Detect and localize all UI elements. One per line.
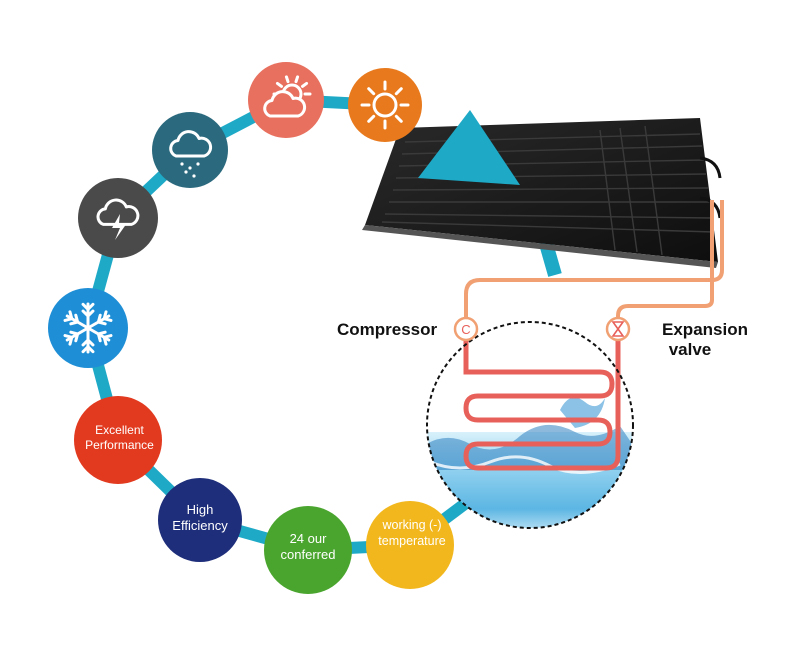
rainy-bubble bbox=[152, 112, 228, 188]
sun-behind-cloud-icon bbox=[263, 75, 312, 118]
sun-icon bbox=[360, 80, 410, 130]
expansion-valve-symbol bbox=[605, 316, 631, 342]
temperature-bubble bbox=[366, 501, 454, 589]
solar-panel bbox=[362, 118, 722, 268]
snowflake-icon bbox=[63, 302, 113, 354]
compressor-symbol: C bbox=[453, 316, 479, 342]
direction-arrow bbox=[418, 110, 520, 185]
water-tank-circle bbox=[426, 321, 634, 529]
excellent-performance-label: Excellent Performance bbox=[72, 423, 167, 453]
bubble-line: working (-) bbox=[382, 518, 442, 532]
bubble-line: Efficiency bbox=[172, 518, 228, 534]
lightning-cloud-icon bbox=[96, 198, 140, 240]
bubble-line: temperature bbox=[378, 533, 446, 548]
expansion-label-line2: valve bbox=[668, 339, 712, 359]
excellent-bubble bbox=[74, 396, 162, 484]
snow-bubble bbox=[48, 288, 128, 368]
bubble-line: Excellent bbox=[95, 423, 144, 437]
partly-cloudy-bubble bbox=[248, 62, 324, 138]
storm-bubble bbox=[78, 178, 158, 258]
expansion-valve-label: Expansion valve bbox=[655, 320, 755, 359]
rain-cloud-icon bbox=[169, 130, 213, 178]
working-temperature-label: working (-) temperature bbox=[367, 518, 457, 549]
expansion-label-line1: Expansion bbox=[662, 320, 748, 339]
conferred-label: 24 our conferred bbox=[266, 531, 350, 564]
bubble-line: conferred bbox=[280, 547, 336, 563]
bubble-line: Performance bbox=[85, 438, 154, 452]
refrigerant-pipes bbox=[464, 200, 724, 318]
bubble-line: High bbox=[186, 502, 214, 517]
svg-text:C: C bbox=[461, 322, 470, 337]
bubble-line: 24 our bbox=[289, 531, 327, 546]
sunny-bubble bbox=[348, 68, 422, 142]
compressor-label: Compressor bbox=[337, 320, 438, 339]
conferred-bubble bbox=[264, 506, 352, 594]
high-efficiency-label: High Efficiency bbox=[160, 502, 240, 535]
efficiency-bubble bbox=[158, 478, 242, 562]
